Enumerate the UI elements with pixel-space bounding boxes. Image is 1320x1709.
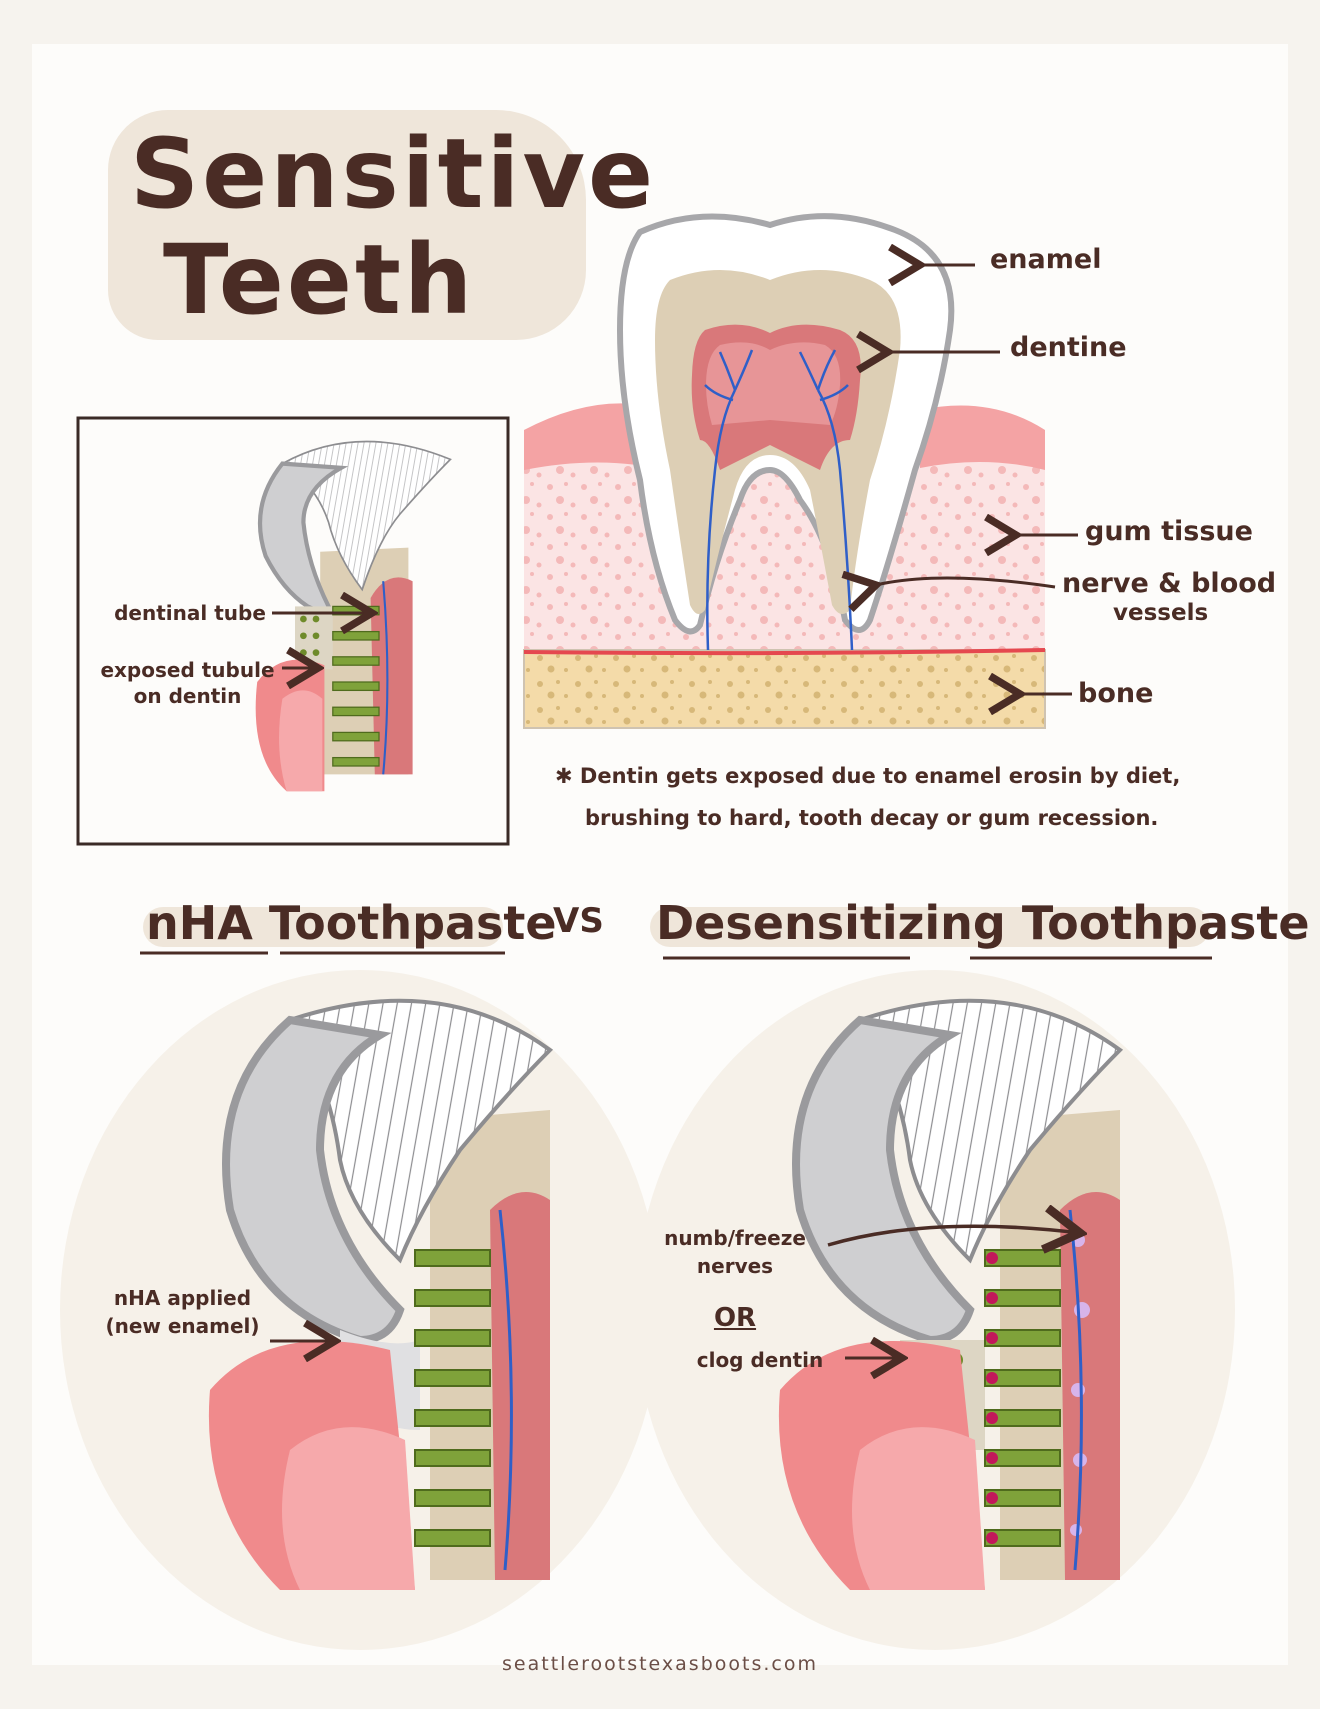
- gum-top-pink-right: [920, 405, 1045, 470]
- label-nha-applied-2: (new enamel): [105, 1314, 260, 1338]
- desensitizing-tooth: [778, 998, 1124, 1590]
- label-dentine: dentine: [1010, 332, 1127, 363]
- page-title-line-1: Sensitive: [130, 118, 657, 230]
- label-exposed-tubule-1: exposed tubule: [100, 658, 275, 682]
- left-comparison-title: nHA Toothpaste: [146, 896, 557, 950]
- label-dentinal-tube: dentinal tube: [114, 601, 266, 625]
- arrow-numb-nerves: [827, 1226, 1080, 1245]
- right-comparison-title: Desensitizing Toothpaste: [656, 896, 1310, 950]
- inset-tooth: [255, 440, 452, 792]
- label-nerve-line1: nerve & blood: [1062, 568, 1277, 599]
- title-background: [108, 110, 586, 340]
- main-tooth-diagram: [523, 213, 1078, 729]
- note-line-1: ✱ Dentin gets exposed due to enamel eros…: [555, 764, 1181, 788]
- bone: [523, 649, 1046, 729]
- label-nha-applied-1: nHA applied: [113, 1286, 252, 1310]
- label-clog-dentin: clog dentin: [696, 1348, 824, 1372]
- label-numb-nerves-2: nerves: [696, 1254, 774, 1278]
- vs-label: VS: [553, 901, 604, 941]
- note-line-2: brushing to hard, tooth decay or gum rec…: [585, 806, 1159, 830]
- arrow-nerve: [876, 578, 1056, 587]
- label-enamel: enamel: [990, 244, 1102, 275]
- label-nerve-line2: vessels: [1113, 600, 1209, 626]
- bone-line: [523, 648, 1046, 656]
- footer-website: seattlerootstexasboots.com: [502, 1653, 818, 1675]
- label-bone: bone: [1078, 678, 1154, 709]
- label-exposed-tubule-2: on dentin: [133, 684, 242, 708]
- label-or: OR: [713, 1303, 757, 1333]
- nha-tooth: [208, 998, 554, 1590]
- gum-fill: [524, 460, 1045, 650]
- inset-frame: [76, 416, 510, 846]
- left-title-highlight: [143, 907, 503, 947]
- label-numb-nerves-1: numb/freeze: [664, 1226, 806, 1250]
- page-title-line-2: Teeth: [163, 224, 476, 336]
- label-gum-tissue: gum tissue: [1085, 516, 1253, 547]
- right-title-highlight: [650, 907, 1210, 947]
